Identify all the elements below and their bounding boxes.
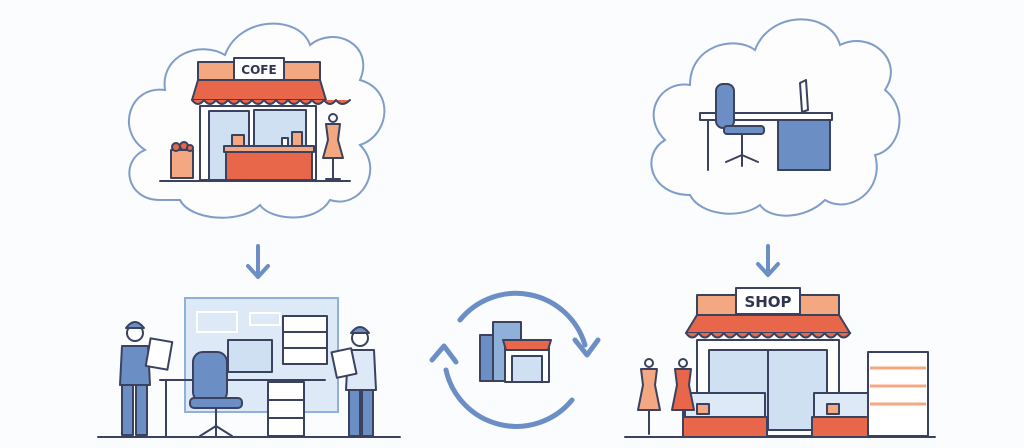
building-icon xyxy=(479,321,552,383)
worker-right xyxy=(330,326,377,437)
thought-cloud-office xyxy=(650,18,901,217)
office-chair xyxy=(715,83,765,167)
arrow-down-left xyxy=(246,244,270,279)
thought-cloud-cafe: COFE xyxy=(127,22,386,219)
shop-sign: SHOP xyxy=(744,293,791,311)
mannequin xyxy=(322,113,344,180)
shelf xyxy=(867,351,929,437)
cafe-sign: COFE xyxy=(241,63,276,77)
office-workspace xyxy=(159,297,339,437)
mannequins xyxy=(637,358,695,435)
cafe-storefront: COFE xyxy=(191,57,351,181)
office-desk xyxy=(699,79,833,171)
shop-storefront: SHOP xyxy=(682,287,895,438)
fruit-basket xyxy=(170,141,194,179)
worker-left xyxy=(119,321,174,436)
cycle-arrows-icon xyxy=(429,290,601,429)
arrow-down-right xyxy=(756,244,780,277)
